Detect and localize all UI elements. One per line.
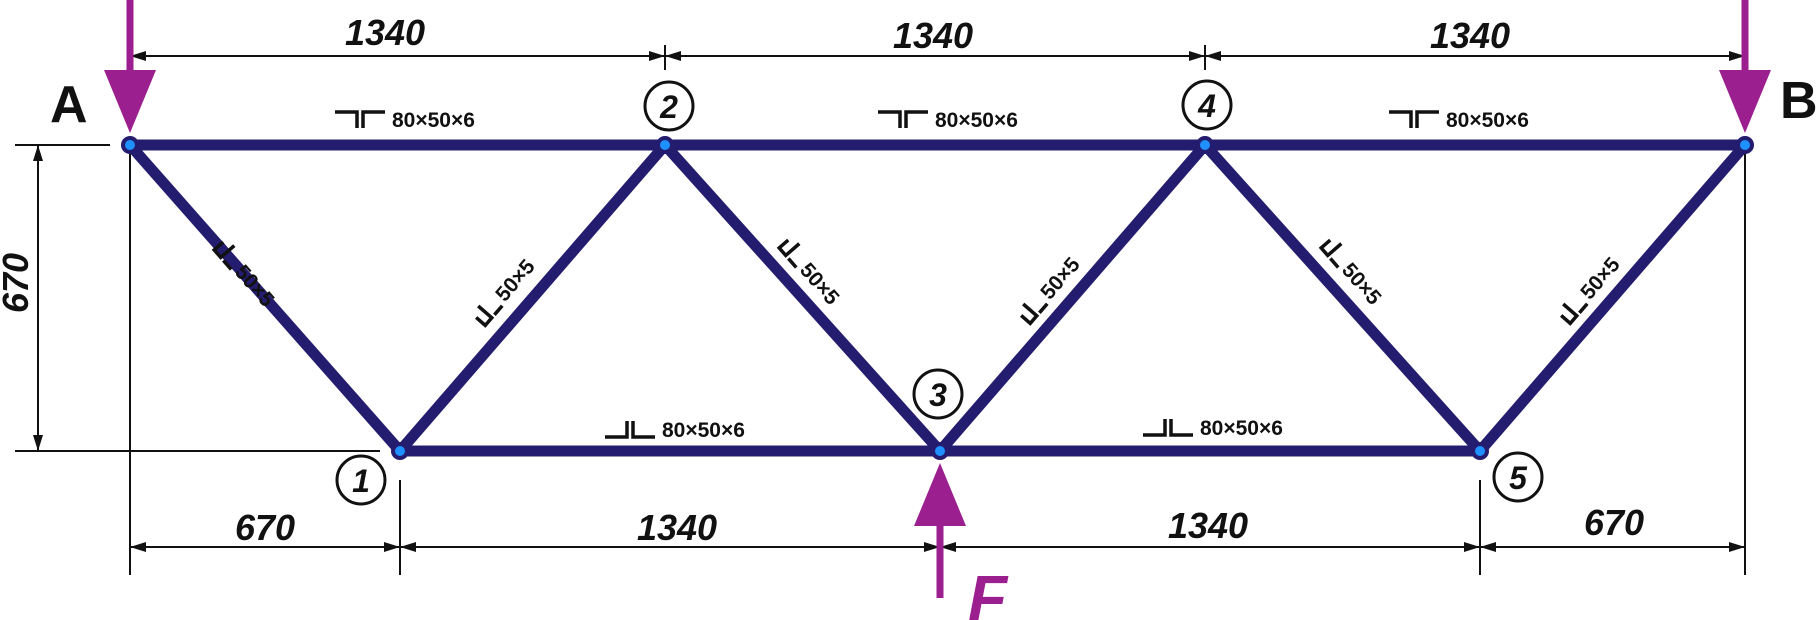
dim-height: 670 [0, 253, 36, 313]
dim-bottom-1: 670 [235, 507, 295, 548]
dim-bottom-2: 1340 [637, 507, 717, 548]
force-f-arrow [914, 463, 966, 598]
dim-top-2: 1340 [893, 15, 973, 56]
dim-bottom-4: 670 [1584, 502, 1644, 543]
dim-top-1: 1340 [345, 12, 425, 53]
node-label-2: 2 [643, 80, 695, 132]
node-label-5: 5 [1492, 451, 1544, 503]
profile-label-top-1: 80×50×6 [335, 109, 475, 132]
svg-text:80×50×6: 80×50×6 [935, 109, 1018, 132]
profile-label-web-45: 50×5 [1318, 238, 1386, 310]
svg-text:80×50×6: 80×50×6 [392, 109, 475, 132]
joint-1 [391, 442, 409, 460]
profile-label-bottom-2: 80×50×6 [1143, 417, 1283, 440]
svg-text:3: 3 [929, 377, 947, 413]
svg-text:80×50×6: 80×50×6 [1446, 109, 1529, 132]
force-label: F [968, 562, 1009, 620]
dim-bottom-3: 1340 [1168, 505, 1248, 546]
diagonal-2-3 [659, 139, 946, 457]
joints [121, 136, 1754, 460]
diagonal-3-4 [934, 139, 1211, 457]
joint-5 [1471, 442, 1489, 460]
support-b-label: B [1780, 72, 1818, 130]
node-label-1: 1 [335, 454, 387, 506]
joint-2 [656, 136, 674, 154]
svg-text:2: 2 [659, 89, 678, 125]
support-a-label: A [50, 76, 88, 134]
joint-a [121, 136, 139, 154]
svg-text:80×50×6: 80×50×6 [1200, 417, 1283, 440]
profile-label-web-12: 50×5 [475, 255, 540, 328]
svg-text:5: 5 [1509, 460, 1528, 496]
joint-4 [1196, 136, 1214, 154]
profile-label-top-3: 80×50×6 [1389, 109, 1529, 132]
svg-text:1: 1 [352, 463, 370, 499]
profile-label-bottom-1: 80×50×6 [605, 419, 745, 442]
diagonal-5-b [1474, 139, 1751, 457]
diagonal-1-2 [394, 139, 671, 457]
node-label-3: 3 [912, 368, 964, 420]
node-label-4: 4 [1181, 79, 1233, 131]
dimension-arrowheads [33, 51, 1745, 552]
dim-top-3: 1340 [1430, 15, 1510, 56]
profile-label-top-2: 80×50×6 [878, 109, 1018, 132]
diagonal-a-1 [124, 139, 406, 457]
joint-b [1736, 136, 1754, 154]
svg-text:4: 4 [1197, 88, 1216, 124]
support-a-arrow [104, 0, 156, 133]
support-b-arrow [1719, 0, 1771, 133]
joint-3 [931, 442, 949, 460]
svg-text:80×50×6: 80×50×6 [662, 419, 745, 442]
diagonal-4-5 [1199, 139, 1486, 457]
